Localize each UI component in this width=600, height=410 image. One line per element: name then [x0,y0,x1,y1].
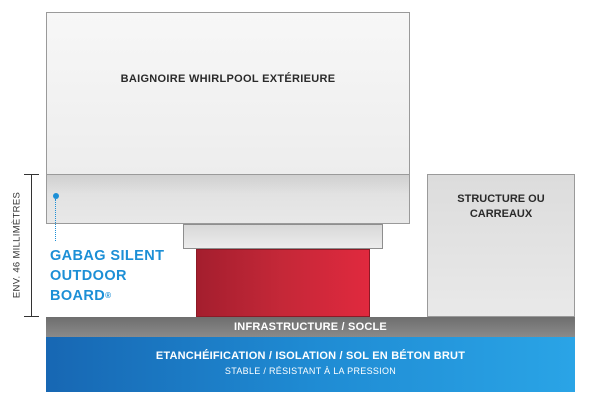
pointer-dot [53,193,59,199]
waterproofing-label: ETANCHÉIFICATION / ISOLATION / SOL EN BÉ… [155,350,466,362]
product-label-line3: BOARD® [50,286,164,306]
dimension-label: ENV. 46 MILLIMÈTRES [11,191,23,299]
tub-body: BAIGNOIRE WHIRLPOOL EXTÉRIEURE [46,12,410,174]
infrastructure-layer: INFRASTRUCTURE / SOCLE [46,317,575,337]
support-plate [183,224,383,249]
infrastructure-label: INFRASTRUCTURE / SOCLE [234,321,387,333]
structure-label-line2: CARREAUX [469,208,533,220]
dimension-tick-bottom [24,316,39,317]
structure-box [427,174,575,317]
waterproofing-layer: ETANCHÉIFICATION / ISOLATION / SOL EN BÉ… [46,337,575,392]
tub-base [46,174,410,224]
dimension-tick-top [24,174,39,175]
dimension-line [31,174,32,316]
product-label-line2: OUTDOOR [50,268,127,284]
registered-mark: ® [105,291,112,300]
product-label-board: BOARD [50,288,106,304]
product-label-line1: GABAG SILENT [50,248,165,264]
structure-label-line1: STRUCTURE OU [457,193,545,205]
waterproofing-sublabel: STABLE / RÉSISTANT À LA PRESSION [224,366,397,376]
tub-label: BAIGNOIRE WHIRLPOOL EXTÉRIEURE [120,72,336,85]
structure-label: STRUCTURE OU CARREAUX [427,192,575,222]
gabag-board-block [196,249,370,317]
pointer-line [55,199,56,241]
product-label: GABAG SILENT OUTDOOR BOARD® [50,246,164,306]
